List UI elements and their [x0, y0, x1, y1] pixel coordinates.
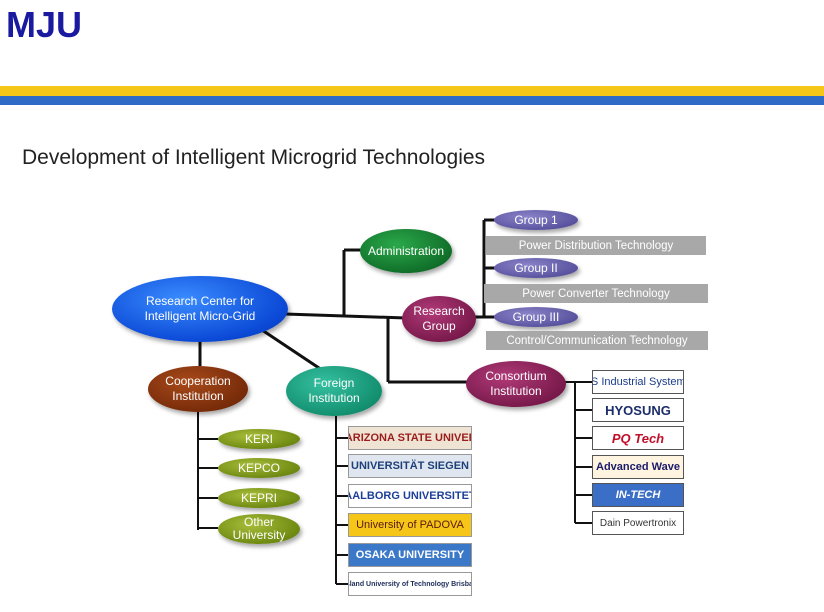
logo-text: MJU	[6, 4, 83, 45]
keri-node: KERI	[218, 429, 300, 449]
ls-industrial-logo: LS Industrial Systems	[592, 370, 684, 394]
qut-logo: QUT Queensland University of Technology …	[348, 572, 472, 596]
cooperation-institution-node: Cooperation Institution	[148, 366, 248, 412]
kepco-node: KEPCO	[218, 458, 300, 478]
group-2-node: Group II	[494, 258, 578, 278]
dain-powertronix-logo: Dain Powertronix	[592, 511, 684, 535]
research-group-node: Research Group	[402, 296, 476, 342]
power-distribution-bar: Power Distribution Technology	[486, 236, 706, 255]
padova-logo: University of PADOVA	[348, 513, 472, 537]
asu-logo: ASU ARIZONA STATE UNIVERSITY	[348, 426, 472, 450]
header-stripe-yellow	[0, 86, 824, 96]
research-center-node: Research Center for Intelligent Micro-Gr…	[112, 276, 288, 342]
administration-node: Administration	[360, 229, 452, 273]
pq-tech-logo: PQ Tech	[592, 426, 684, 450]
foreign-institution-node: Foreign Institution	[286, 366, 382, 416]
other-university-node: Other University	[218, 514, 300, 544]
group-3-node: Group III	[494, 307, 578, 327]
group-1-node: Group 1	[494, 210, 578, 230]
header-stripe-blue	[0, 96, 824, 105]
kepri-node: KEPRI	[218, 488, 300, 508]
page-title: Development of Intelligent Microgrid Tec…	[22, 146, 486, 169]
advanced-wave-logo: Advanced Wave	[592, 455, 684, 479]
control-communication-bar: Control/Communication Technology	[486, 331, 708, 350]
aalborg-logo: AALBORG UNIVERSITET	[348, 484, 472, 508]
osaka-logo: OSAKA UNIVERSITY	[348, 543, 472, 567]
consortium-institution-node: Consortium Institution	[466, 361, 566, 407]
siegen-logo: UNIVERSITÄT SIEGEN	[348, 454, 472, 478]
power-converter-bar: Power Converter Technology	[484, 284, 708, 303]
in-tech-logo: IN-TECH	[592, 483, 684, 507]
hyosung-logo: HYOSUNG	[592, 398, 684, 422]
